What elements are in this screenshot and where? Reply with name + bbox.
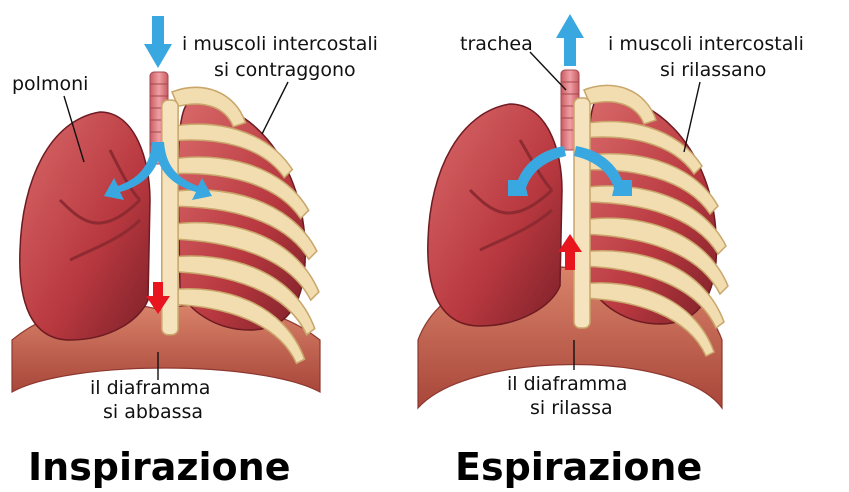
left-lung-right-panel xyxy=(428,104,562,326)
label-lungs: polmoni xyxy=(12,73,88,95)
leader-muscles-right xyxy=(684,82,700,152)
label-diaphragm-right-1: il diaframma xyxy=(507,373,627,395)
label-muscles-left-1: i muscoli intercostali xyxy=(182,33,378,55)
expiration-panel: trachea i muscoli intercostali si rilass… xyxy=(418,14,804,489)
label-trachea: trachea xyxy=(460,33,533,55)
left-lung-left-panel xyxy=(20,112,150,340)
inspiration-panel: polmoni i muscoli intercostali si contra… xyxy=(12,16,378,489)
label-diaphragm-left-1: il diaframma xyxy=(90,377,210,399)
title-expiration: Espirazione xyxy=(455,445,702,489)
label-muscles-left-2: si contraggono xyxy=(214,59,356,81)
label-diaphragm-left-2: si abbassa xyxy=(103,401,203,423)
leader-trachea xyxy=(530,52,566,90)
label-muscles-right-1: i muscoli intercostali xyxy=(608,33,804,55)
leader-muscles-left xyxy=(262,82,288,134)
title-inspiration: Inspirazione xyxy=(28,445,291,489)
label-muscles-right-2: si rilassano xyxy=(660,59,766,81)
label-diaphragm-right-2: si rilassa xyxy=(530,397,613,419)
